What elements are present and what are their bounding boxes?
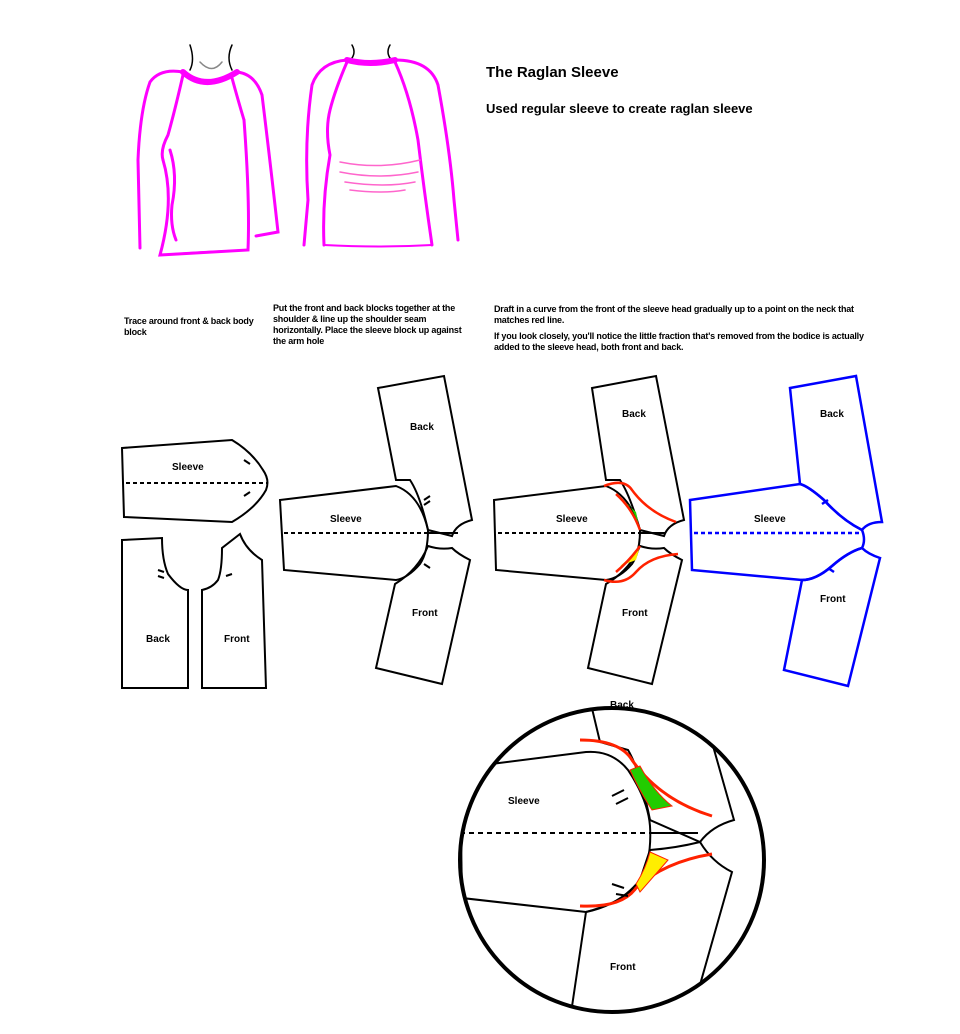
step2-blocks xyxy=(278,374,474,686)
detail-back-label: Back xyxy=(610,700,634,711)
page-subtitle: Used regular sleeve to create raglan sle… xyxy=(486,101,753,116)
step1-back-block xyxy=(121,536,189,689)
magnified-detail xyxy=(458,706,766,1014)
step1-front-label: Front xyxy=(224,634,250,645)
final-raglan-pattern xyxy=(688,374,884,688)
detail-sleeve-label: Sleeve xyxy=(508,796,540,807)
step2-back-label: Back xyxy=(410,422,434,433)
step3-sleeve-label: Sleeve xyxy=(556,514,588,525)
step2-sleeve-label: Sleeve xyxy=(330,514,362,525)
step1-blocks xyxy=(120,438,269,689)
detail-front-label: Front xyxy=(610,962,636,973)
step3-front-block xyxy=(586,544,684,686)
front-view-sketch xyxy=(136,44,280,257)
step3-raglan-lines xyxy=(603,481,679,583)
step3-blocks xyxy=(492,374,686,686)
step1-text: Trace around front & back body block xyxy=(124,316,254,337)
final-sleeve-label: Sleeve xyxy=(754,514,786,525)
step1-sleeve-label: Sleeve xyxy=(172,462,204,473)
step1-back-label: Back xyxy=(146,634,170,645)
final-back-label: Back xyxy=(820,409,844,420)
final-sleeve-piece xyxy=(688,482,866,582)
step3-back-block xyxy=(590,374,686,538)
step3-text-b: If you look closely, you'll notice the l… xyxy=(494,331,864,352)
step3-front-label: Front xyxy=(622,608,648,619)
step1-front-block xyxy=(201,532,268,689)
step2-back-block xyxy=(376,374,474,538)
step2-sleeve-block xyxy=(278,484,430,582)
step3-text-a: Draft in a curve from the front of the s… xyxy=(494,304,854,325)
final-front-label: Front xyxy=(820,594,846,605)
step2-front-block xyxy=(374,544,472,686)
detail-back-block xyxy=(588,708,736,844)
step2-text: Put the front and back blocks together a… xyxy=(273,303,462,346)
step1-sleeve-block xyxy=(120,438,269,524)
page-title: The Raglan Sleeve xyxy=(486,64,619,81)
final-front-piece xyxy=(782,546,882,688)
back-view-sketch xyxy=(302,44,460,248)
step2-front-label: Front xyxy=(412,608,438,619)
final-back-piece xyxy=(788,374,884,532)
step3-back-label: Back xyxy=(622,409,646,420)
